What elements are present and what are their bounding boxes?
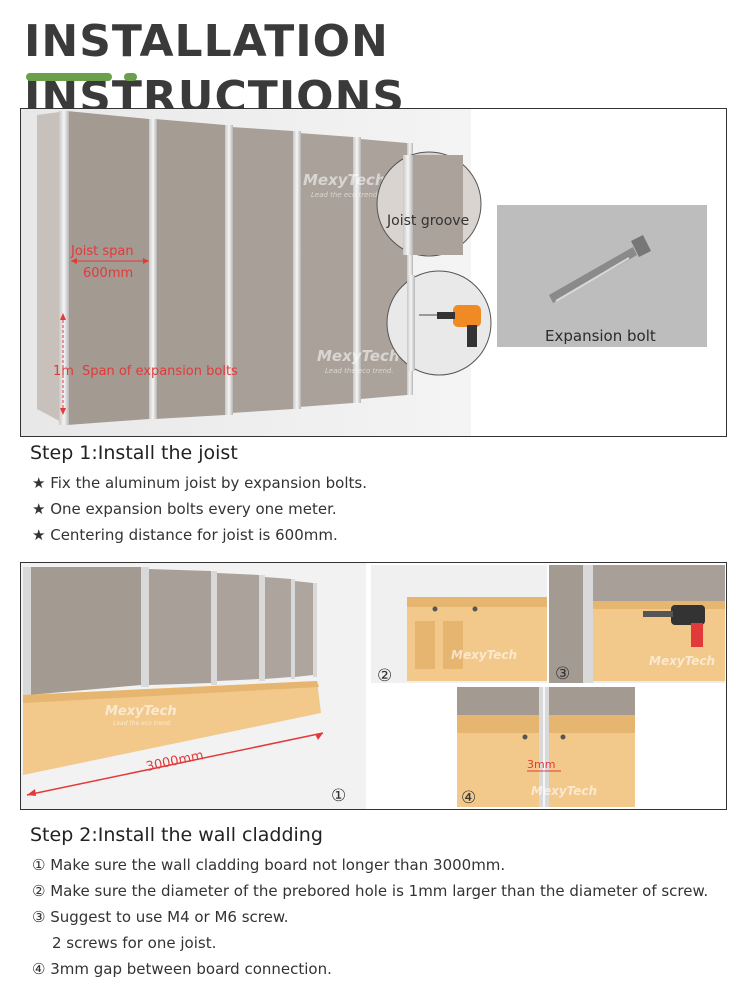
watermark-logo-6: MexyTech (531, 784, 597, 798)
panel-1 (67, 111, 149, 425)
step2-item: ② Make sure the diameter of the prebored… (32, 882, 709, 900)
watermark-logo: MexyTech (303, 171, 386, 189)
joist-2 (149, 119, 157, 419)
expansion-bolt-photo (497, 205, 707, 347)
watermark-slogan: Lead the eco trend. (311, 191, 380, 199)
watermark-logo-3: MexyTech (105, 704, 177, 719)
step1-list: ★ Fix the aluminum joist by expansion bo… (32, 470, 367, 548)
panel-4 (299, 133, 353, 407)
marker-1: ① (331, 786, 346, 806)
marker-2: ② (377, 666, 392, 686)
step2-scene: MexyTech Lead the eco trend. 3000mm ① Me… (21, 563, 725, 809)
marker-3: ③ (555, 664, 570, 684)
joist-1 (59, 111, 69, 425)
bolt-icon (549, 235, 651, 303)
joist-3 (225, 125, 233, 415)
bolt-span-value: 1m (53, 364, 74, 379)
title-underline (26, 73, 112, 81)
step1-item: ★ Centering distance for joist is 600mm. (32, 526, 338, 544)
step2-item: 2 screws for one joist. (52, 934, 217, 952)
step2-title: Step 2:Install the wall cladding (30, 824, 323, 846)
joist-5 (353, 137, 361, 403)
watermark-slogan-2: Lead the eco trend. (325, 367, 394, 375)
watermark-logo-4: MexyTech (451, 648, 517, 662)
watermark-slogan-3: Lead the eco trend. (113, 720, 172, 727)
drill-icon (419, 305, 481, 347)
panel-3 (231, 127, 293, 413)
gap-label: 3mm (527, 758, 555, 771)
step1-illustration: MexyTech Lead the eco trend. MexyTech Le… (20, 108, 727, 437)
step2-illustration: MexyTech Lead the eco trend. 3000mm ① Me… (20, 562, 727, 810)
step1-scene: MexyTech Lead the eco trend. MexyTech Le… (21, 109, 707, 436)
joist-4 (293, 131, 301, 409)
bolt-span-label: Span of expansion bolts (82, 364, 238, 379)
watermark-logo-2: MexyTech (317, 347, 400, 365)
cladding-board (23, 681, 321, 775)
marker-4: ④ (461, 788, 476, 808)
step1-item: ★ Fix the aluminum joist by expansion bo… (32, 474, 367, 492)
joist-span-value: 600mm (83, 266, 133, 281)
expansion-bolt-label: Expansion bolt (545, 327, 656, 345)
step1-title: Step 1:Install the joist (30, 442, 238, 464)
step2-list: ① Make sure the wall cladding board not … (32, 852, 708, 982)
panel-2 (155, 119, 225, 419)
watermark-logo-5: MexyTech (649, 654, 715, 668)
step1-item: ★ One expansion bolts every one meter. (32, 500, 337, 518)
screwdriver-icon (643, 605, 705, 647)
joist-groove-label: Joist groove (386, 213, 469, 229)
step2-item: ③ Suggest to use M4 or M6 screw. (32, 908, 289, 926)
step2-item: ④ 3mm gap between board connection. (32, 960, 332, 978)
title-underline-dot (124, 73, 137, 81)
length-arrow (26, 732, 324, 796)
joist-span-label: Joist span (70, 244, 134, 259)
step2-item: ① Make sure the wall cladding board not … (32, 856, 506, 874)
